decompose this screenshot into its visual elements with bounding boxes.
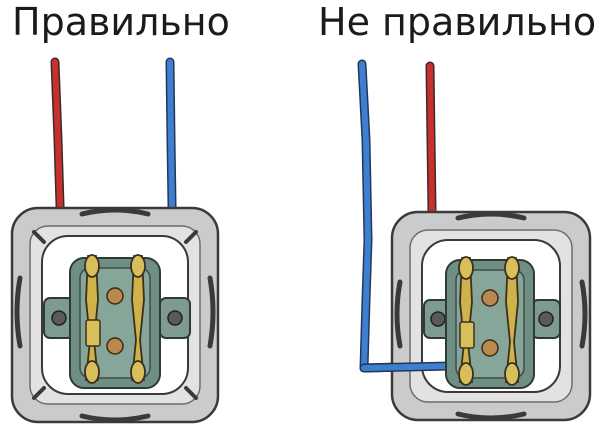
contact-right (130, 254, 146, 384)
socket-diagram-incorrect (357, 59, 592, 422)
contact-left (84, 254, 101, 384)
side-clamps (43, 297, 191, 339)
caption-correct: Правильно (12, 0, 230, 44)
socket-core (69, 257, 161, 389)
caption-incorrect: Не правильно (318, 0, 597, 44)
contact-left (458, 256, 475, 386)
neutral-wire-over-frame-fill (361, 363, 453, 371)
contact-right (504, 256, 520, 386)
socket-diagram-correct (10, 57, 220, 424)
